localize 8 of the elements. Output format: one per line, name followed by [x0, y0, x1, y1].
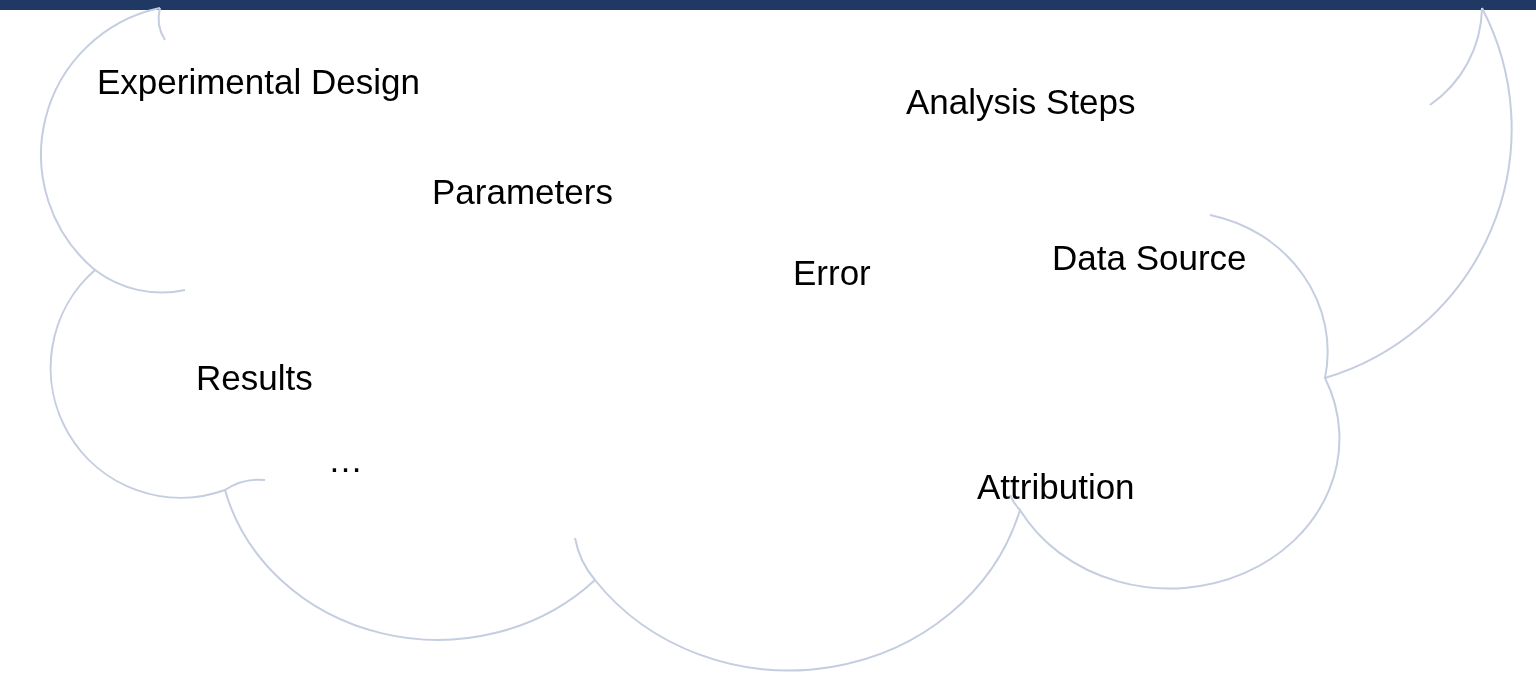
keyword-label: Data Source — [1052, 238, 1247, 278]
keyword-label: Analysis Steps — [906, 82, 1136, 122]
keyword-label: Experimental Design — [97, 62, 420, 102]
keyword-label: Error — [793, 253, 871, 293]
keyword-label: Results — [196, 358, 313, 398]
keyword-label: … — [328, 440, 363, 480]
keyword-label: Attribution — [977, 467, 1135, 507]
keyword-label: Parameters — [432, 172, 613, 212]
